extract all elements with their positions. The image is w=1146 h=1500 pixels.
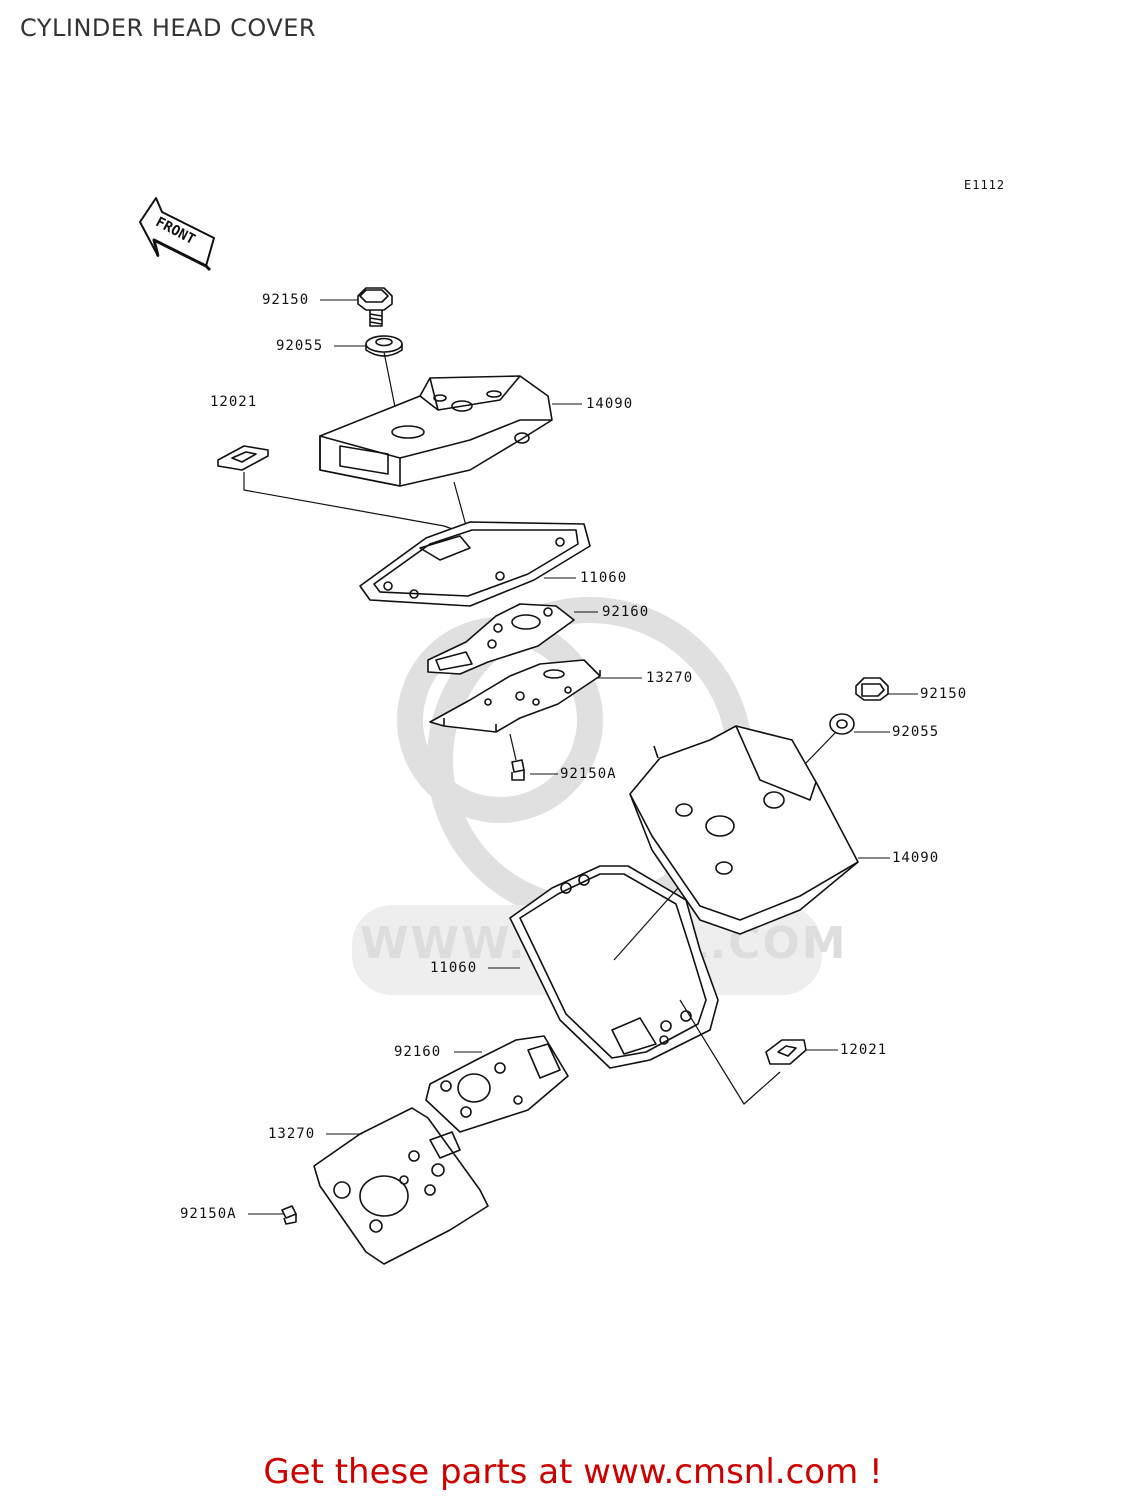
plate-92160-lower <box>425 1035 569 1133</box>
cylinder-head-cover-top <box>319 375 553 487</box>
part-label-92055-top[interactable]: 92055 <box>276 338 324 354</box>
gasket-11060-top <box>359 521 591 607</box>
part-label-14090-right[interactable]: 14090 <box>892 850 940 866</box>
part-label-92055-right[interactable]: 92055 <box>892 724 940 740</box>
washer-92055-right <box>829 713 855 735</box>
part-label-92150-right[interactable]: 92150 <box>920 686 968 702</box>
part-label-11060-bottom[interactable]: 11060 <box>430 960 478 976</box>
bolt-92150-right <box>855 677 889 701</box>
part-label-92160-bottom[interactable]: 92160 <box>394 1044 442 1060</box>
cylinder-head-cover-right <box>629 725 859 935</box>
part-label-13270-top[interactable]: 13270 <box>646 670 694 686</box>
part-label-92160-top[interactable]: 92160 <box>602 604 650 620</box>
plate-92160-top <box>427 603 575 675</box>
part-label-14090-top[interactable]: 14090 <box>586 396 634 412</box>
page-title: CYLINDER HEAD COVER <box>20 14 317 42</box>
part-label-13270-bottom[interactable]: 13270 <box>268 1126 316 1142</box>
front-arrow-icon: FRONT <box>139 197 215 272</box>
plate-13270-lower <box>313 1107 489 1265</box>
part-label-12021-top[interactable]: 12021 <box>210 394 258 410</box>
bolt-92150-top <box>357 287 393 327</box>
leader-lines <box>248 299 918 1215</box>
part-label-12021-bottom[interactable]: 12021 <box>840 1042 888 1058</box>
grommet-12021-top <box>217 445 269 471</box>
part-label-92150A-bottom[interactable]: 92150A <box>180 1206 237 1222</box>
diagram-code: E1112 <box>964 178 1006 192</box>
screw-92150A-lower <box>281 1205 297 1225</box>
part-label-11060-top[interactable]: 11060 <box>580 570 628 586</box>
part-label-92150A-top[interactable]: 92150A <box>560 766 617 782</box>
part-label-92150-top[interactable]: 92150 <box>262 292 310 308</box>
plate-13270-top <box>429 659 601 733</box>
cmsnl-parts-link[interactable]: Get these parts at www.cmsnl.com ! <box>263 1452 883 1492</box>
screw-92150A-top <box>511 759 525 781</box>
grommet-12021-lower <box>765 1039 807 1065</box>
gasket-11060-lower <box>509 865 719 1069</box>
